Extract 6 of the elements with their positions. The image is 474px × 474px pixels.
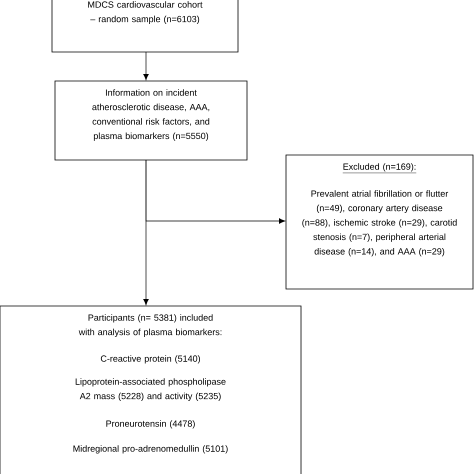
arrow: [146, 160, 286, 224]
process-box: Information on incident atherosclerotic disease, AAA, conventional risk factors, and plasma biomarkers (n=5550): [54, 80, 248, 160]
process-box: Excluded (n=169): Prevalent atrial fibrillation or flutter (n=49), coronary artery disease (n=88), ischemic stroke (n=29), carotid stenosis (n=7), peripheral arterial disease (n=14), and AAA (n=29): [286, 154, 474, 290]
process-box: Participants (n= 5381) included with analysis of plasma biomarkers: C-reactive protein (5140) Lipoprotein-associated phospholipase A2 mass (5228) and activity (5235) Proneurotensin (4478) Midregional pro-adrenomedullin (5101): [0, 306, 302, 474]
process-box: MDCS cardiovascular cohort – random sample (n=6103): [52, 0, 238, 52]
arrow: [143, 52, 149, 80]
